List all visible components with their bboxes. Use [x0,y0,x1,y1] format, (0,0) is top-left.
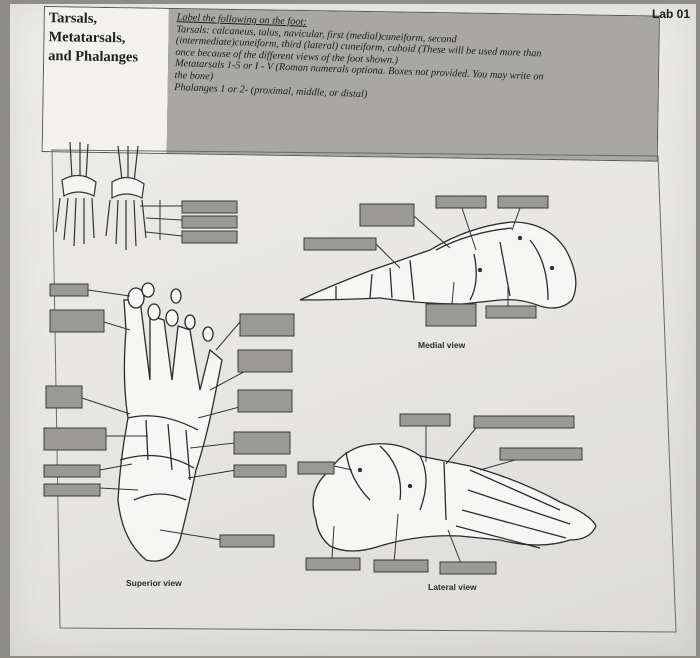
label-box [435,195,487,209]
label-box [181,215,238,229]
label-box [181,230,238,244]
label-box [303,237,377,251]
superior-view-foot [117,282,223,562]
label-box [497,195,549,209]
label-box [359,203,415,227]
label-box [233,431,291,455]
label-box [499,447,583,461]
label-box [239,313,295,337]
label-box [439,561,497,575]
lateral-view-caption: Lateral view [428,582,477,592]
label-box [237,349,293,373]
superior-view-caption: Superior view [126,578,182,588]
medial-view-foot [299,221,577,309]
label-box [43,483,101,497]
label-box [45,385,83,409]
lab-number: Lab 01 [651,7,690,21]
medial-view-caption: Medial view [418,340,466,350]
medial-view-label-boxes [303,195,549,327]
leg-sketch-label-boxes [181,200,238,244]
label-box [237,389,293,413]
label-box [485,305,537,319]
label-box [305,557,361,571]
lateral-view-foot [312,443,597,552]
label-box [49,309,105,333]
leg-skeleton-sketch [55,141,147,250]
label-box [473,415,575,429]
label-box [233,464,287,478]
label-box [219,534,275,548]
label-box [297,461,335,475]
superior-view-pointer-lines [81,289,267,541]
leg-sketch-pointer-lines [140,200,183,240]
label-box [43,464,101,478]
label-box [425,303,477,327]
label-box [181,200,238,214]
label-box [49,283,89,297]
label-box [399,413,451,427]
label-box [373,559,429,573]
superior-view-label-boxes [43,283,295,548]
label-box [43,427,107,451]
lateral-view-pointer-lines [331,426,523,567]
lateral-view-label-boxes [297,413,583,575]
